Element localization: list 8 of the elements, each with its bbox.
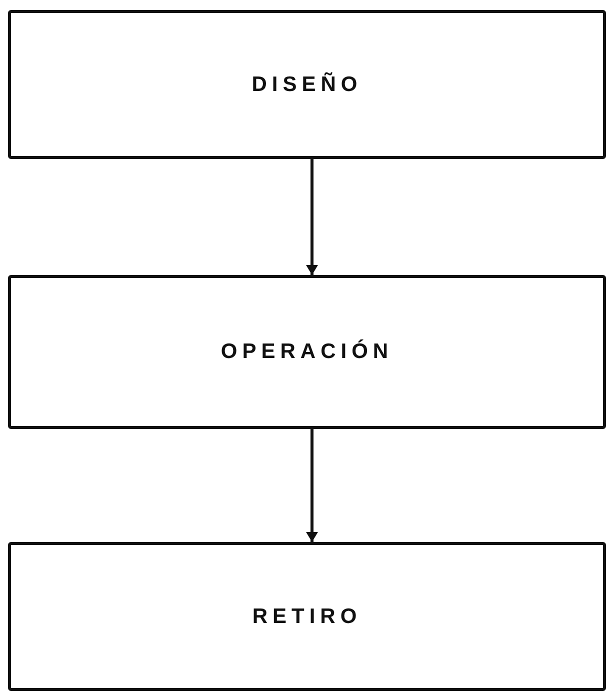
process-box [8,542,606,691]
arrow [306,429,318,542]
box-label: OPERACIÓN [220,340,394,364]
box-label: RETIRO [252,604,362,628]
process-box [8,10,606,159]
box-label: DISEÑO [252,72,362,96]
arrow [306,159,318,275]
process-box [8,275,606,429]
